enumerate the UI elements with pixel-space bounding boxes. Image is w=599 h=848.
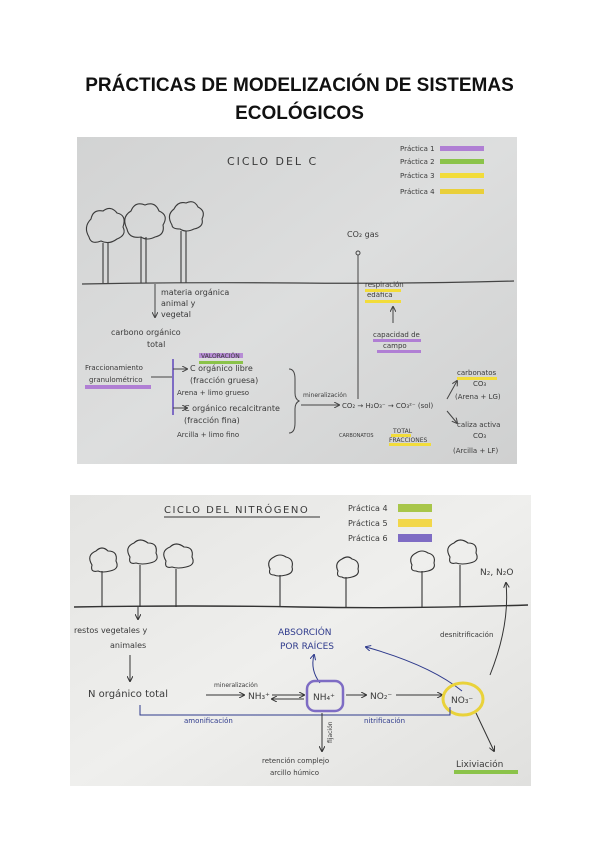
retencion-line1: retención complejo bbox=[262, 757, 329, 765]
desnitrificacion-label: desnitrificación bbox=[440, 631, 493, 639]
organica-line3: vegetal bbox=[161, 310, 191, 319]
nitrogen-title: CICLO DEL NITRÓGENO bbox=[164, 503, 309, 516]
legend-practica3-swatch bbox=[440, 173, 484, 178]
nh4-box bbox=[305, 679, 345, 713]
nh3-label: NH₃⁺ bbox=[248, 692, 270, 702]
nitrificacion-label: nitrificación bbox=[364, 717, 405, 725]
carbono-line2: total bbox=[147, 340, 165, 349]
document-title: PRÁCTICAS DE MODELIZACIÓN DE SISTEMAS EC… bbox=[0, 72, 599, 128]
no3-circle bbox=[441, 681, 485, 717]
c-libre-line3: Arena + limo grueso bbox=[177, 389, 249, 397]
organica-line2: animal y bbox=[161, 299, 196, 308]
legend-practica1-label: Práctica 1 bbox=[400, 145, 435, 153]
c-libre-line2: (fracción gruesa) bbox=[190, 375, 258, 385]
lixiviacion-label: Lixiviación bbox=[456, 759, 503, 770]
retencion-line2: arcillo húmico bbox=[270, 769, 319, 777]
legend-practica5-swatch bbox=[398, 519, 432, 527]
capacidad-highlight1 bbox=[373, 339, 421, 342]
paper-background bbox=[77, 137, 517, 464]
legend-practica6-swatch bbox=[398, 534, 432, 542]
fraccionamiento-line2: granulométrico bbox=[89, 376, 143, 384]
c-recalc-line1: C orgánico recalcitrante bbox=[184, 404, 280, 413]
caliza-line3: (Arcilla + LF) bbox=[453, 447, 498, 455]
carbon-cycle-photo: CICLO DEL C Práctica 1 Práctica 2 Prácti… bbox=[77, 137, 517, 464]
restos-line1: restos vegetales y bbox=[74, 626, 147, 635]
carbonatos-small: CARBONATOS bbox=[339, 433, 374, 439]
total-highlight2 bbox=[389, 443, 431, 446]
legend-practica5-label: Práctica 5 bbox=[348, 519, 388, 528]
absorcion-line2: POR RAÍCES bbox=[280, 640, 334, 652]
fraccionamiento-line1: Fraccionamiento bbox=[85, 364, 143, 372]
arrow-lixiviacion bbox=[475, 712, 494, 751]
lixiviacion-highlight bbox=[454, 770, 518, 774]
valoracion-green-line bbox=[199, 361, 243, 364]
co2-gas-label: CO₂ gas bbox=[347, 230, 379, 239]
legend-practica1-swatch bbox=[440, 146, 484, 151]
legend-practica3-label: Práctica 3 bbox=[400, 172, 435, 180]
carbon-legend: Práctica 1 Práctica 2 Práctica 3 Práctic… bbox=[400, 145, 484, 196]
no2-label: NO₂⁻ bbox=[370, 692, 392, 702]
document-title-line1: PRÁCTICAS DE MODELIZACIÓN DE SISTEMAS bbox=[85, 75, 514, 96]
capacidad-highlight2 bbox=[377, 350, 421, 353]
arrow-caliza bbox=[446, 410, 457, 423]
mineralizacion-label: mineralización bbox=[214, 682, 258, 689]
legend-practica2-label: Práctica 2 bbox=[400, 158, 435, 166]
arrow-carbonatos bbox=[446, 381, 457, 400]
amonificacion-label: amonificación bbox=[184, 717, 233, 725]
n2-label: N₂, N₂O bbox=[480, 568, 514, 578]
ground-line bbox=[81, 280, 515, 285]
carbonatos-line1: carbonatos bbox=[457, 369, 496, 377]
total-line2: FRACCIONES bbox=[389, 437, 428, 444]
ground-line bbox=[73, 604, 529, 609]
nh4-label: NH₄⁺ bbox=[313, 693, 335, 703]
fijacion-label: fijación bbox=[327, 721, 334, 743]
legend-practica6-label: Práctica 6 bbox=[348, 534, 388, 543]
legend-practica2-swatch bbox=[440, 159, 484, 164]
carbonatos-highlight bbox=[457, 377, 497, 380]
amonificacion-line bbox=[139, 705, 451, 716]
respiracion-line1: respiración bbox=[365, 281, 404, 289]
valoracion-highlight bbox=[199, 353, 243, 358]
c-recalc-line3: Arcilla + limo fino bbox=[177, 431, 239, 439]
trees-illustration bbox=[85, 201, 204, 283]
co2-equation: CO₂ → H₂O₃⁻ → CO₃²⁻ (sol) bbox=[342, 402, 433, 410]
n-organico-label: N orgánico total bbox=[88, 688, 168, 700]
trees-illustration bbox=[89, 539, 478, 607]
caliza-line1: caliza activa bbox=[457, 421, 500, 429]
mineralizacion-label: mineralización bbox=[303, 392, 347, 399]
mineralizacion-brace bbox=[288, 368, 301, 434]
legend-practica4-label: Práctica 4 bbox=[348, 504, 388, 513]
document-title-line2: ECOLÓGICOS bbox=[235, 103, 364, 124]
legend-practica4-label: Práctica 4 bbox=[400, 188, 435, 196]
carbonatos-line2: CO₃ bbox=[473, 380, 486, 388]
total-highlight1 bbox=[391, 434, 411, 437]
respiracion-highlight2 bbox=[365, 300, 401, 303]
caliza-line2: CO₃ bbox=[473, 432, 486, 440]
respiracion-highlight1 bbox=[365, 289, 401, 292]
c-libre-line1: C orgánico libre bbox=[190, 364, 253, 373]
no3-label: NO₃⁻ bbox=[451, 696, 473, 706]
arrow-desnitrificacion bbox=[489, 583, 507, 676]
restos-line2: animales bbox=[110, 641, 146, 650]
legend-practica4-swatch bbox=[398, 504, 432, 512]
fraccionamiento-highlight bbox=[85, 385, 151, 389]
carbonatos-line3: (Arena + LG) bbox=[455, 393, 501, 401]
absorcion-line1: ABSORCIÓN bbox=[278, 626, 332, 638]
capacidad-line2: campo bbox=[383, 342, 407, 350]
respiracion-line2: edáfica bbox=[367, 291, 393, 299]
nitrogen-legend: Práctica 4 Práctica 5 Práctica 6 bbox=[348, 504, 432, 543]
capacidad-line1: capacidad de bbox=[373, 331, 420, 339]
carbon-title: CICLO DEL C bbox=[227, 155, 318, 168]
nitrogen-cycle-diagram: CICLO DEL NITRÓGENO Práctica 4 Práctica … bbox=[70, 495, 531, 786]
carbon-cycle-diagram: CICLO DEL C Práctica 1 Práctica 2 Prácti… bbox=[77, 137, 517, 464]
organica-line1: materia orgánica bbox=[161, 288, 229, 297]
total-line1: TOTAL bbox=[392, 428, 413, 435]
nitrogen-cycle-photo: CICLO DEL NITRÓGENO Práctica 4 Práctica … bbox=[70, 495, 531, 786]
carbono-line1: carbono orgánico bbox=[111, 328, 181, 337]
c-recalc-line2: (fracción fina) bbox=[184, 415, 240, 425]
valoracion-label: VALORACIÓN bbox=[201, 353, 240, 360]
legend-practica4-swatch bbox=[440, 189, 484, 194]
